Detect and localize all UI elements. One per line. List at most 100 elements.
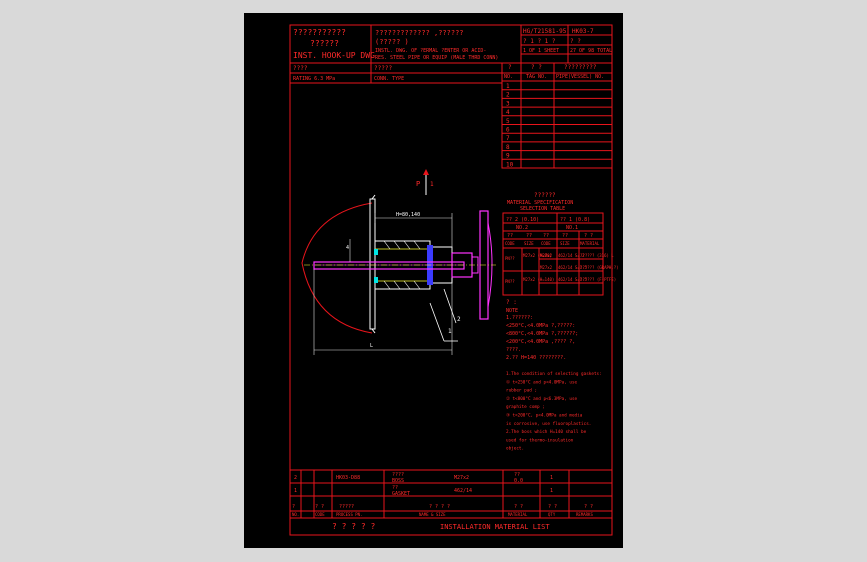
mat-r1-c2: M27x2 (H=80) xyxy=(523,253,552,258)
note-en-line: used for thermo-insulation xyxy=(506,437,574,443)
footer-cn: ? ? ? ? ? xyxy=(332,522,376,531)
mat-r3-c2: M27x2 (H=140) xyxy=(523,277,554,282)
note-en-line: 2.The boss which H=140 shall be xyxy=(506,429,587,435)
note-cn-line: 2.?? H=140 ????????. xyxy=(506,355,566,361)
mat-col-head-2: ?? 1 (0.8) xyxy=(560,217,590,223)
mat-r1-c5: ?????? (316) L xyxy=(580,253,614,258)
boss-assembly-drawing xyxy=(301,169,496,355)
note-en-line: object. xyxy=(506,446,524,452)
total-cn: ? ? xyxy=(570,38,581,45)
bom-h-en-5: MATERIAL xyxy=(508,512,528,517)
mat-r1-c4: 462/14 S=.2 xyxy=(558,253,585,258)
note-head-cn: ? : xyxy=(506,299,517,306)
tag-head-cn-3: ????????? xyxy=(564,64,597,71)
conn-cn: ????? xyxy=(374,65,392,72)
material-table xyxy=(502,212,604,296)
tag-row-number: 9 xyxy=(506,153,510,160)
total-en: 27 OF 98 TOTAL xyxy=(570,48,612,54)
view-label-2: 1 xyxy=(430,181,434,188)
note-en-line: rubber pad ; xyxy=(506,388,537,394)
mat-r1-c1: PN?? xyxy=(505,256,515,261)
wall-plate xyxy=(369,198,376,330)
bom-cell: 1 xyxy=(294,488,297,494)
bom-cell: 1 xyxy=(550,488,553,494)
tag-row-number: 6 xyxy=(506,127,510,134)
tag-row-number: 2 xyxy=(506,92,510,99)
bom-cell: GASKET xyxy=(392,491,410,497)
tag-row-number: 5 xyxy=(506,118,510,125)
tag-row-number: 1 xyxy=(506,83,510,90)
note-cn-line: <800°C,<4.0MPa ?,??????; xyxy=(506,331,578,337)
drawing-sheet: ??????????? ?????? INST. HOOK-UP DWG ???… xyxy=(244,13,623,548)
mat-h-2: ?? xyxy=(526,233,532,239)
title-en: INST. HOOK-UP DWG xyxy=(293,51,375,60)
frame-border xyxy=(289,24,613,536)
title-cn-1: ??????????? xyxy=(293,28,346,37)
mat-col-sub-2: NO.1 xyxy=(566,225,578,231)
mat-e-2: SIZE xyxy=(524,241,534,246)
bom-h-en-6: QTY xyxy=(548,512,556,517)
view-label: P xyxy=(416,180,420,188)
leader-2: 2 xyxy=(457,316,461,323)
bom-h-cn-5: ? ? xyxy=(514,504,523,510)
bom-cell: ?? xyxy=(514,472,520,478)
tag-head-en-3: PIPE(VESSEL) NO. xyxy=(556,74,604,80)
bom-cell: BOSS xyxy=(392,478,404,484)
bom-h-cn-4: ? ? ? ? xyxy=(429,504,450,510)
bom-cell: 1 xyxy=(550,475,553,481)
bom-h-cn-1: ? xyxy=(292,504,295,510)
tag-head-cn-1: ? xyxy=(508,64,512,71)
tag-head-en-2: TAG NO. xyxy=(526,74,547,80)
mat-title-cn: ?????? xyxy=(534,192,556,199)
mat-e-5: MATERIAL xyxy=(580,241,600,246)
mat-r2-c5: ?????? (GRAPH.?) xyxy=(580,265,619,270)
bom-h-en-4: NAME & SIZE xyxy=(419,512,446,517)
bom-cell: 462/14 xyxy=(454,488,472,494)
bom-h-en-3: PROCESS PN. xyxy=(336,512,363,517)
mat-r3-c5: ?????? (F-PTFE) xyxy=(580,277,616,282)
tag-row-number: 10 xyxy=(506,161,514,168)
std-no: HG/T21581-95 xyxy=(523,28,567,35)
bom-h-cn-6: ? ? xyxy=(548,504,557,510)
mat-h-5: ? ? xyxy=(584,233,593,239)
tag-head-en-1: NO. xyxy=(504,74,513,80)
note-en-line: 1.The condition of selecting gaskets: xyxy=(506,371,602,377)
bom-h-en-2: CODE xyxy=(315,512,325,517)
mat-e-3: CODE xyxy=(541,241,551,246)
bom-h-cn-2: ? ? xyxy=(315,504,324,510)
mat-col-head-1: ?? 2 (0.10) xyxy=(506,217,539,223)
note-cn-line: 1.??????: xyxy=(506,315,533,321)
footer-en: INSTALLATION MATERIAL LIST xyxy=(440,523,550,531)
bom-cell: HK03-D88 xyxy=(336,475,360,481)
bom-h-en-7: REMARKS xyxy=(576,512,593,517)
note-en-line: is corrosive, use fluoroplastics. xyxy=(506,421,591,427)
bom-h-en-1: NO. xyxy=(292,512,299,517)
mat-h-4: ?? xyxy=(562,233,568,239)
tag-head-cn-2: ? ? xyxy=(531,64,542,71)
sheet-en: 1 OF 1 SHEET xyxy=(523,48,559,54)
bom-cell: 2 xyxy=(294,475,297,481)
bom-cell: M27x2 xyxy=(454,475,469,481)
dwg-no: HK03-7 xyxy=(572,28,594,35)
tag-row-number: 7 xyxy=(506,135,510,142)
bom-h-cn-7: ? ? xyxy=(584,504,593,510)
sheet-cn: ? 1 ? 1 ? xyxy=(523,38,556,45)
rating: RATING 6.3 MPa xyxy=(293,76,335,82)
mat-r2-c3: M27x2 xyxy=(540,265,553,270)
mat-e-4: SIZE xyxy=(560,241,570,246)
mat-h-1: ?? xyxy=(507,233,513,239)
desc-en-2: RES. STEEL PIPE OR EQUIP (MALE THRD CONN… xyxy=(375,55,498,61)
mat-r2-c4: 462/14 S=1.5 xyxy=(558,265,587,270)
tag-row-number: 4 xyxy=(506,109,510,116)
rating-cn: ???? xyxy=(293,65,308,72)
desc-cn: ????????????? ,?????? xyxy=(375,29,464,37)
bom-cell: ???? xyxy=(392,472,404,478)
note-en-line: graphite comp ; xyxy=(506,404,545,410)
note-en-line: ① t<250°C and p<4.0MPa, use xyxy=(506,379,578,385)
bom-cell: ?? xyxy=(392,485,398,491)
leader-1: 1 xyxy=(448,328,452,335)
cad-drawing: ??????????? ?????? INST. HOOK-UP DWG ???… xyxy=(289,24,619,536)
thermowell xyxy=(313,261,465,270)
tag-row-number: 3 xyxy=(506,100,510,107)
mat-r3-c1: PN?? xyxy=(505,279,515,284)
